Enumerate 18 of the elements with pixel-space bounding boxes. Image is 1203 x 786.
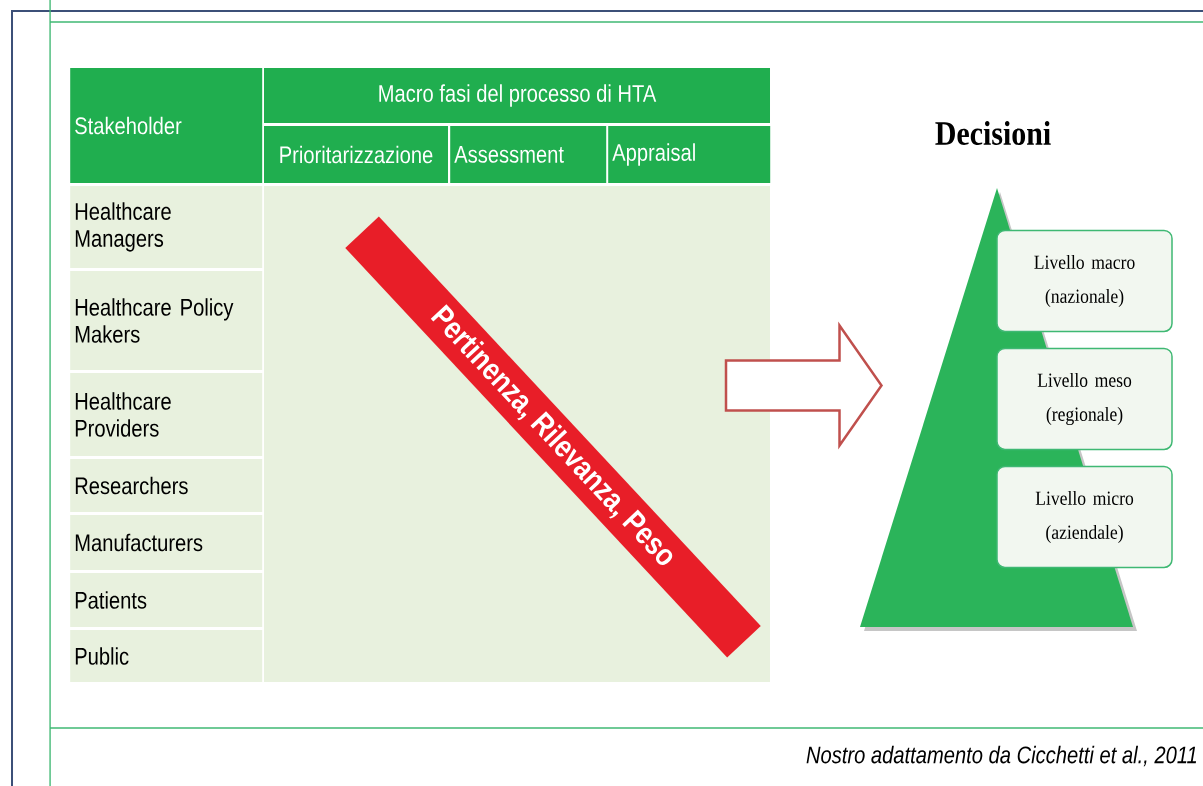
block-arrow	[724, 321, 884, 450]
row-label-cell: Patients	[70, 573, 263, 627]
header-cell: Assessment	[450, 126, 607, 183]
row-label-cell: Healthcare Providers	[70, 373, 263, 456]
level-box: Livello macro (nazionale)	[996, 229, 1173, 333]
row-label-cell: Healthcare Policy Makers	[70, 271, 263, 370]
header-cell: Macro fasi del processo di HTA	[264, 68, 770, 123]
caption: Nostro adattamento da Cicchetti et al., 2011	[806, 745, 1197, 767]
row-label-cell: Public	[70, 630, 263, 682]
row-label-cell: Manufacturers	[70, 515, 263, 570]
level-box: Livello meso (regionale)	[996, 347, 1173, 451]
header-cell: Prioritarizzazione	[264, 126, 448, 183]
row-label-cell: Healthcare Managers	[70, 186, 263, 268]
level-box: Livello micro (aziendale)	[996, 465, 1173, 569]
header-cell: Appraisal	[608, 126, 771, 183]
pyramid-heading: Decisioni	[935, 121, 1051, 145]
header-cell: Stakeholder	[70, 68, 263, 183]
row-label-cell: Researchers	[70, 459, 263, 512]
